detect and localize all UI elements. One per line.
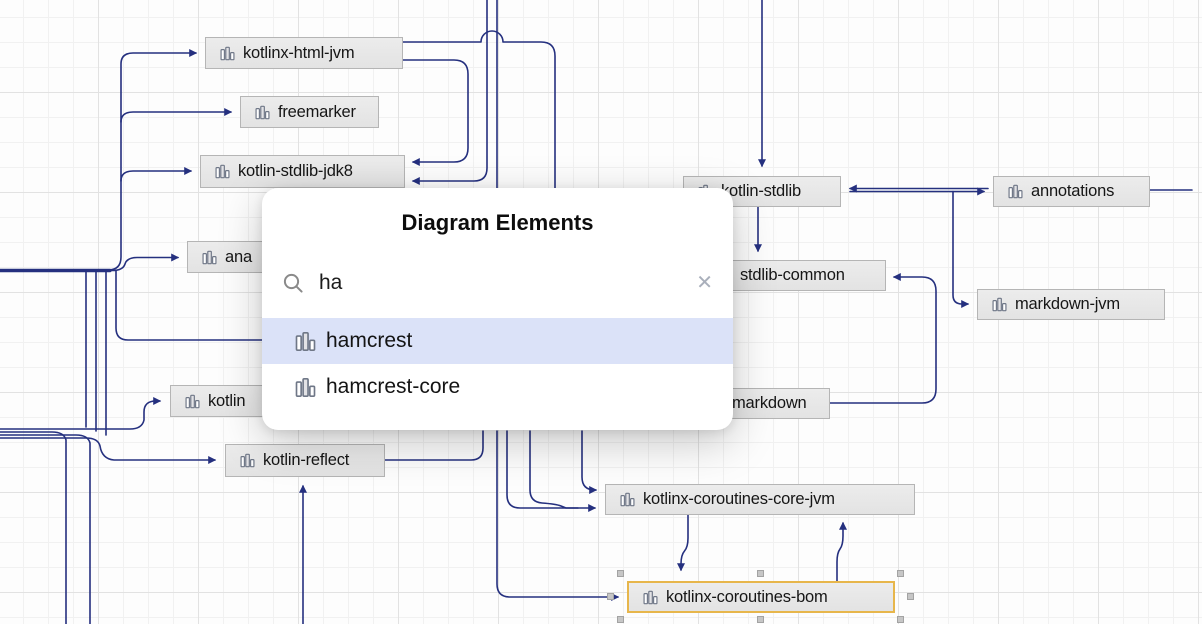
search-result-hamcrest[interactable]: hamcrest [262,318,733,364]
node-kotlinx-html-jvm[interactable]: kotlinx-html-jvm [205,37,403,69]
selection-handle[interactable] [607,593,614,600]
selection-handle[interactable] [897,570,904,577]
dependency-edge [115,270,263,341]
library-icon [185,394,200,409]
node-freemarker[interactable]: freemarker [240,96,379,128]
result-label: hamcrest-core [326,375,461,398]
search-row: ✕ [262,268,733,298]
dependency-edge [0,397,162,430]
selection-handle[interactable] [617,616,624,623]
dependency-edge [836,521,847,582]
library-icon [215,164,230,179]
node-label: markdown-jvm [1015,295,1120,313]
dependency-edge [506,430,597,512]
close-icon[interactable]: ✕ [696,272,713,294]
dependency-edge [529,430,579,509]
library-icon [295,377,316,398]
result-label: hamcrest [326,329,413,352]
node-kotlin-stdlib-jdk8[interactable]: kotlin-stdlib-jdk8 [200,155,405,188]
node-label: freemarker [278,102,356,121]
node-label: kotlin-stdlib [721,182,801,200]
dependency-edge [111,253,180,272]
dependency-edge [0,431,67,624]
node-kotlinx-coroutines-bom[interactable]: kotlinx-coroutines-bom [627,581,895,613]
dependency-edge [829,273,937,404]
node-label: markdown [732,394,807,412]
node-label: kotlinx-html-jvm [243,43,355,62]
dependency-edge [581,430,598,494]
search-result-hamcrest-core[interactable]: hamcrest-core [262,364,733,410]
node-label: kotlinx-coroutines-core-jvm [643,490,835,508]
selection-handle[interactable] [757,570,764,577]
dependency-edge [411,0,488,185]
search-input[interactable] [319,271,683,295]
search-results-list: hamcrest hamcrest-core [262,318,733,410]
node-label: kotlinx-coroutines-bom [666,587,828,606]
dependency-edge [384,430,484,461]
dependency-edge [0,434,91,624]
selection-handle[interactable] [617,570,624,577]
library-icon [295,331,316,352]
node-label: kotlin-stdlib-jdk8 [238,162,353,180]
dependency-edge [677,514,689,572]
library-icon [255,105,270,120]
library-icon [220,46,235,61]
diagram-elements-popup: Diagram Elements ✕ hamcrest hamcrest-core [262,188,733,430]
library-icon [620,492,635,507]
node-kotlin-reflect[interactable]: kotlin-reflect [225,444,385,477]
node-label: stdlib-common [740,266,845,284]
library-icon [992,297,1007,312]
dependency-edge [0,437,217,464]
dependency-edge [120,167,193,182]
dependency-edge [496,430,620,601]
dependency-edge [402,30,556,189]
search-icon [283,273,303,293]
node-label: ana [225,247,252,266]
node-label: kotlin [208,391,246,410]
dependency-edge [952,190,970,308]
dependency-edge [120,108,233,123]
library-icon [202,250,217,265]
library-icon [643,590,658,605]
selection-handle[interactable] [897,616,904,623]
node-label: kotlin-reflect [263,451,350,469]
selection-handle[interactable] [757,616,764,623]
node-markdown-jvm[interactable]: markdown-jvm [977,289,1165,320]
library-icon [240,453,255,468]
node-label: annotations [1031,182,1115,200]
selection-handle[interactable] [907,593,914,600]
dependency-edge [107,49,198,271]
node-kotlinx-coroutines-core-jvm[interactable]: kotlinx-coroutines-core-jvm [605,484,915,515]
node-annotations[interactable]: annotations [993,176,1150,207]
library-icon [1008,184,1023,199]
dependency-edge [402,59,469,166]
popup-title: Diagram Elements [401,210,594,235]
